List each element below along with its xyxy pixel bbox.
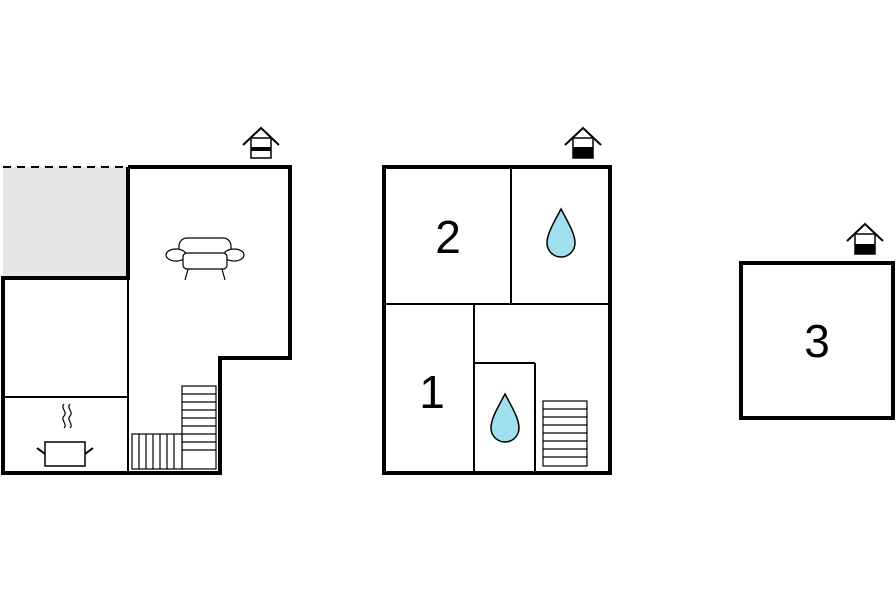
upper-floor-outer-wall (382, 165, 612, 475)
stairs-icon (542, 400, 588, 467)
ground-floor-outer-wall (1, 165, 292, 475)
room-label-2: 2 (435, 211, 461, 263)
cooking-pot-icon (36, 403, 94, 467)
house-entrance-icon (564, 126, 602, 159)
floor-plan-ground (1, 126, 292, 475)
water-drop-icon (490, 392, 520, 443)
house-entrance-icon (846, 222, 884, 255)
water-drop-icon (546, 207, 576, 258)
sofa-icon (165, 237, 245, 281)
floor-plan-upper: 2 1 (382, 126, 612, 475)
room-label-1: 1 (419, 366, 445, 418)
terrace-area (3, 167, 128, 278)
floor-plan-annex: 3 (739, 222, 895, 420)
house-entrance-icon (242, 126, 280, 159)
stairs-icon (131, 385, 217, 470)
annex-outer-wall (739, 261, 895, 420)
room-label-3: 3 (804, 315, 830, 367)
